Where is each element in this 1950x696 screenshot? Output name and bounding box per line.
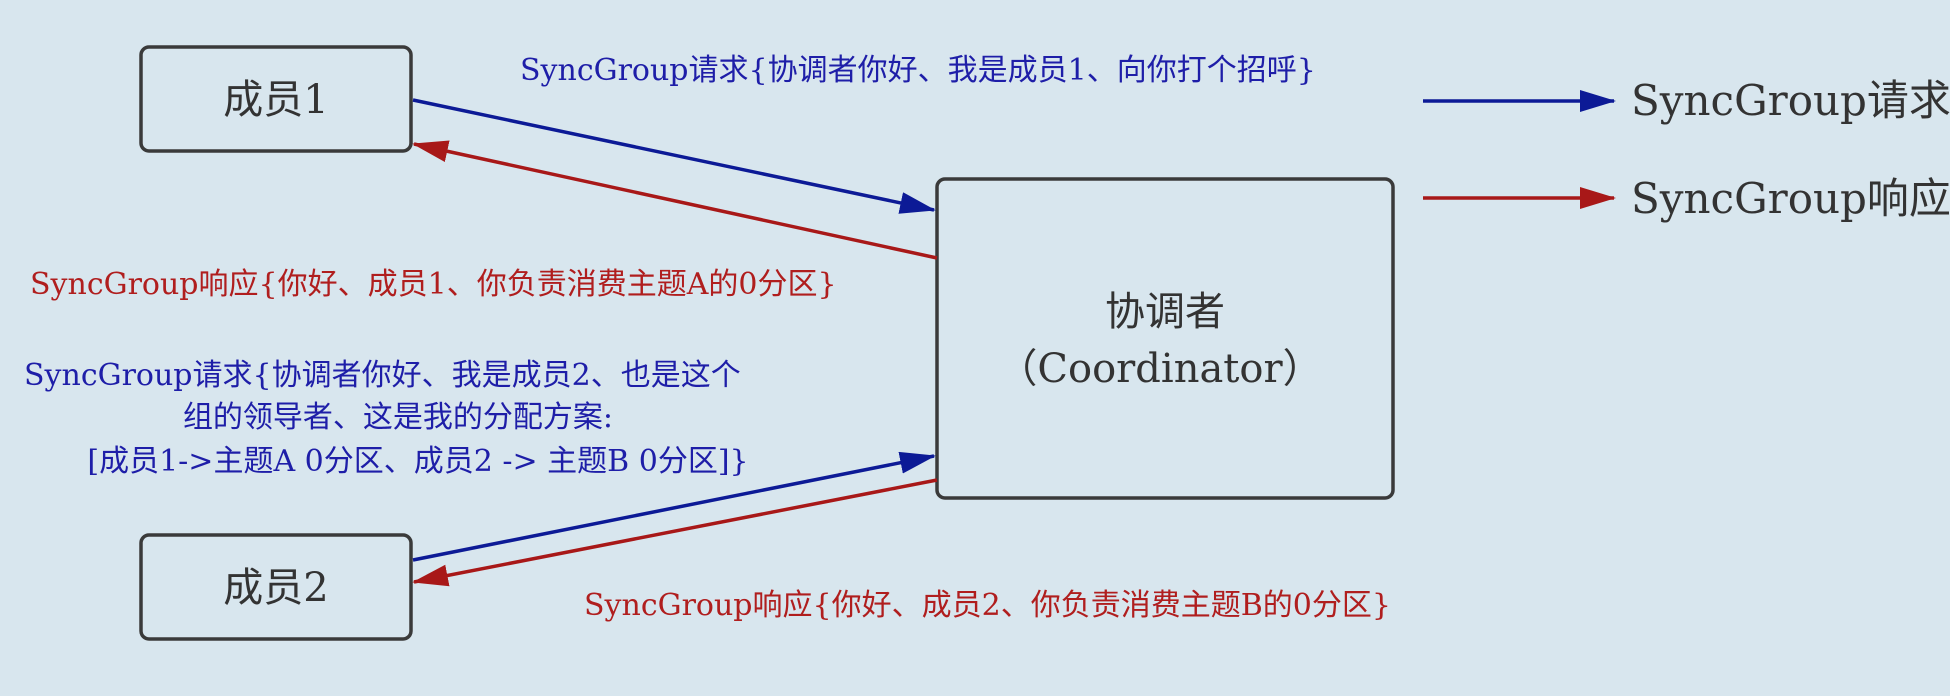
member1-request-arrow	[412, 98, 936, 214]
member2-request-arrow	[412, 451, 936, 562]
member2-request-message-line2: 组的领导者、这是我的分配方案:	[183, 400, 613, 435]
member2-response-arrow	[412, 478, 938, 587]
member1-request-message: SyncGroup请求{协调者你好、我是成员1、向你打个招呼}	[520, 53, 1316, 88]
coordinator-node: 协调者 （Coordinator）	[935, 177, 1395, 500]
member2-request-message-line3: [成员1->主题A 0分区、成员2 -> 主题B 0分区]}	[87, 444, 748, 479]
member1-response-arrow	[412, 140, 938, 260]
coordinator-box	[935, 177, 1395, 500]
legend-response-label: SyncGroup响应	[1631, 174, 1950, 223]
legend-request-label: SyncGroup请求	[1631, 76, 1950, 125]
coordinator-label-line1: 协调者	[1105, 289, 1225, 335]
member2-request-message-line1: SyncGroup请求{协调者你好、我是成员2、也是这个	[24, 358, 741, 393]
member2-response-message: SyncGroup响应{你好、成员2、你负责消费主题B的0分区}	[584, 588, 1391, 623]
member2-node: 成员2	[139, 533, 413, 641]
member1-box	[139, 45, 413, 153]
legend: SyncGroup请求 SyncGroup响应	[1423, 76, 1950, 223]
member2-box	[139, 533, 413, 641]
member2-label: 成员2	[223, 565, 328, 611]
coordinator-label-line2: （Coordinator）	[997, 346, 1322, 392]
member1-node: 成员1	[139, 45, 413, 153]
member1-label: 成员1	[223, 77, 328, 123]
member1-response-message: SyncGroup响应{你好、成员1、你负责消费主题A的0分区}	[30, 267, 837, 302]
